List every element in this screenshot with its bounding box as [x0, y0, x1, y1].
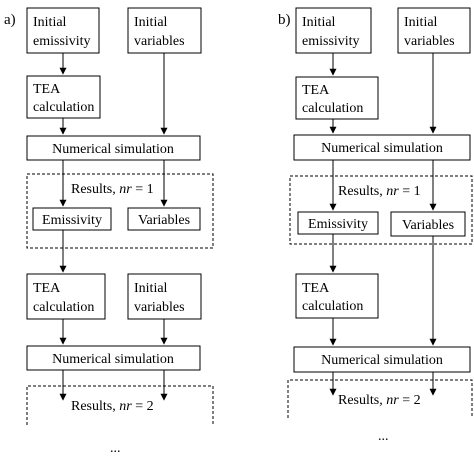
panel-b-num-sim2-label: Numerical simulation	[321, 353, 443, 368]
panel-b-initial-emissivity-line2: emissivity	[302, 34, 360, 49]
panel-a-initial-emissivity-box: Initial emissivity	[26, 7, 100, 54]
panel-a-results2-label: Results, nr = 2	[71, 399, 154, 414]
panel-a-numerical-simulation-box: Numerical simulation	[26, 135, 201, 161]
panel-b-results2-group	[287, 379, 473, 418]
panel-a-initial-variables-line2: variables	[134, 34, 185, 49]
panel-b-initial-variables-line2: variables	[404, 34, 455, 49]
panel-b-initial-emissivity-line1: Initial	[302, 15, 336, 30]
panel-a-initial-variables-box: Initial variables	[127, 7, 202, 54]
panel-a-variables-box: Variables	[127, 207, 201, 231]
panel-a-tea2-line1: TEA	[33, 281, 61, 296]
panel-a-label: a)	[4, 12, 16, 28]
panel-b-results2-label: Results, nr = 2	[338, 393, 421, 408]
panel-b-label: b)	[278, 12, 291, 28]
panel-a-num-sim-label: Numerical simulation	[52, 142, 174, 157]
panel-b-tea-calculation-box: TEA calculation	[295, 76, 379, 120]
panel-b-tea-line2: calculation	[302, 101, 363, 116]
panel-b-variables-box: Variables	[390, 211, 466, 237]
panel-a-results1-label: Results, nr = 1	[71, 182, 154, 197]
panel-a-initial-emissivity-line1: Initial	[33, 15, 67, 30]
panel-b-initial-emissivity-box: Initial emissivity	[295, 7, 372, 54]
panel-b-results1-label: Results, nr = 1	[338, 184, 421, 199]
panel-b-results1-group	[289, 175, 473, 245]
panel-b: b) Initial emissivity Initial variables …	[278, 7, 473, 444]
panel-a-tea-calculation-box: TEA calculation	[26, 75, 101, 119]
panel-b-variables-label: Variables	[402, 218, 454, 233]
panel-b-tea-calculation2-box: TEA calculation	[295, 273, 379, 319]
panel-a-tea2-line2: calculation	[33, 300, 94, 315]
panel-b-num-sim-label: Numerical simulation	[321, 141, 443, 156]
panel-a-initial-variables2-box: Initial variables	[127, 273, 202, 320]
panel-a-results1-group	[26, 173, 214, 249]
panel-b-tea2-line2: calculation	[302, 299, 363, 314]
panel-a-initial-variables2-line2: variables	[134, 300, 185, 315]
panel-b-emissivity-box: Emissivity	[297, 211, 379, 235]
panel-b-emissivity-label: Emissivity	[308, 217, 368, 232]
panel-b-initial-variables-box: Initial variables	[397, 7, 471, 54]
panel-b-ellipsis: ...	[378, 429, 389, 444]
panel-a-ellipsis: ...	[110, 441, 121, 456]
panel-a-initial-variables2-line1: Initial	[134, 281, 168, 296]
panel-a-initial-variables-line1: Initial	[134, 15, 168, 30]
panel-a-variables-label: Variables	[138, 213, 190, 228]
panel-a-emissivity-box: Emissivity	[32, 207, 112, 231]
panel-b-numerical-simulation2-box: Numerical simulation	[293, 346, 471, 373]
panel-a-tea-line1: TEA	[33, 82, 61, 97]
panel-b-tea2-line1: TEA	[302, 281, 330, 296]
panel-b-tea-line1: TEA	[302, 83, 330, 98]
panel-a-num-sim2-label: Numerical simulation	[52, 352, 174, 367]
panel-a-tea-calculation2-box: TEA calculation	[26, 273, 106, 320]
panel-a-emissivity-label: Emissivity	[42, 213, 102, 228]
panel-b-numerical-simulation-box: Numerical simulation	[293, 134, 471, 161]
panel-a: a) Initial emissivity Initial variables …	[4, 7, 214, 456]
panel-a-numerical-simulation2-box: Numerical simulation	[26, 345, 201, 371]
panel-b-initial-variables-line1: Initial	[404, 15, 438, 30]
panel-a-results2-group	[26, 385, 214, 425]
panel-a-tea-line2: calculation	[33, 100, 94, 115]
panel-a-initial-emissivity-line2: emissivity	[33, 34, 91, 49]
